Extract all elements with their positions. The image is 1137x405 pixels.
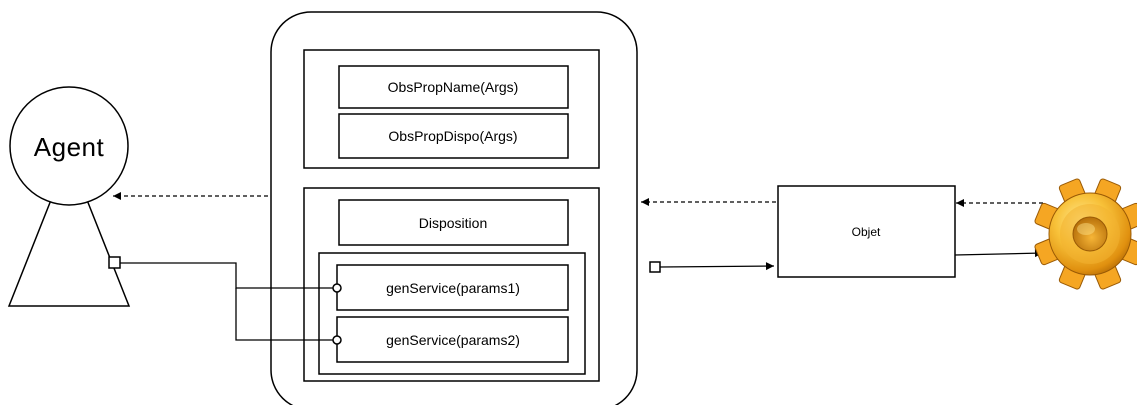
gear-icon (1034, 178, 1137, 290)
service-box-2: genService(params2) (336, 316, 569, 363)
agent-body (7, 199, 131, 307)
property-box-1: ObsPropName(Args) (338, 65, 569, 109)
connector-object-to-device (954, 249, 1044, 258)
property-label-1: ObsPropName(Args) (388, 79, 519, 95)
agent-node: Agent (7, 86, 131, 307)
property-label-2: ObsPropDispo(Args) (388, 128, 517, 144)
agent-service-links (108, 256, 342, 345)
service-box-1: genService(params1) (336, 264, 569, 311)
service-port-1 (332, 283, 342, 293)
agent-head (9, 86, 129, 206)
agent-port (108, 256, 121, 269)
object-node: Objet (777, 185, 956, 278)
object-port-connector (649, 261, 775, 273)
service-port-2 (332, 335, 342, 345)
agent-label: Agent (34, 132, 105, 162)
disposition-box: Disposition (338, 199, 569, 246)
disposition-label: Disposition (419, 215, 487, 231)
service-label-2: genService(params2) (386, 332, 520, 348)
property-box-2: ObsPropDispo(Args) (338, 113, 569, 159)
object-port (649, 261, 661, 273)
service-label-1: genService(params1) (386, 280, 520, 296)
object-label: Objet (852, 225, 881, 239)
